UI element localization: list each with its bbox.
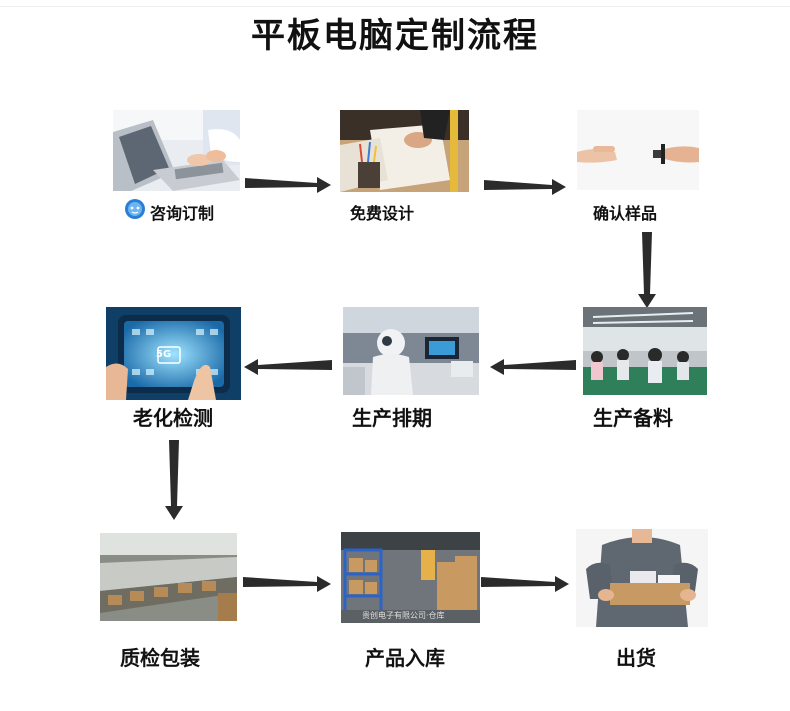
step-photo-shipping bbox=[576, 529, 708, 627]
step-label-qc: 质检包装 bbox=[120, 646, 200, 670]
screen-text-5g: 5G bbox=[156, 349, 172, 360]
step-label-sample: 确认样品 bbox=[593, 204, 658, 223]
arrow-down-2 bbox=[164, 440, 184, 520]
step-label-schedule: 生产排期 bbox=[352, 406, 432, 430]
step-photo-aging bbox=[106, 307, 241, 400]
arrow-right-2 bbox=[484, 176, 566, 196]
warehouse-caption: 贵创电子有限公司·仓库 bbox=[362, 611, 445, 620]
step-label-material: 生产备料 bbox=[593, 406, 673, 430]
step-label-aging: 老化检测 bbox=[133, 406, 213, 430]
step-photo-sample bbox=[577, 110, 699, 190]
arrow-left-2 bbox=[490, 356, 576, 376]
arrow-right-3 bbox=[243, 573, 331, 593]
step-label-shipping: 出货 bbox=[616, 646, 656, 670]
chat-bubble-icon bbox=[124, 198, 146, 220]
step-label-design: 免费设计 bbox=[350, 204, 415, 223]
top-divider bbox=[0, 6, 790, 7]
step-photo-warehouse bbox=[341, 532, 480, 623]
step-photo-schedule bbox=[343, 307, 479, 395]
step-label-consult: 咨询订制 bbox=[150, 204, 215, 223]
arrow-left-1 bbox=[244, 356, 332, 376]
step-photo-qc bbox=[100, 533, 237, 621]
page-title: 平板电脑定制流程 bbox=[251, 16, 539, 56]
arrow-right-4 bbox=[481, 573, 569, 593]
arrow-down-1 bbox=[637, 232, 657, 308]
step-label-warehouse: 产品入库 bbox=[365, 646, 445, 670]
step-photo-material bbox=[583, 307, 707, 395]
arrow-right-1 bbox=[245, 174, 331, 194]
step-photo-consult bbox=[113, 110, 240, 191]
step-photo-design bbox=[340, 110, 469, 192]
